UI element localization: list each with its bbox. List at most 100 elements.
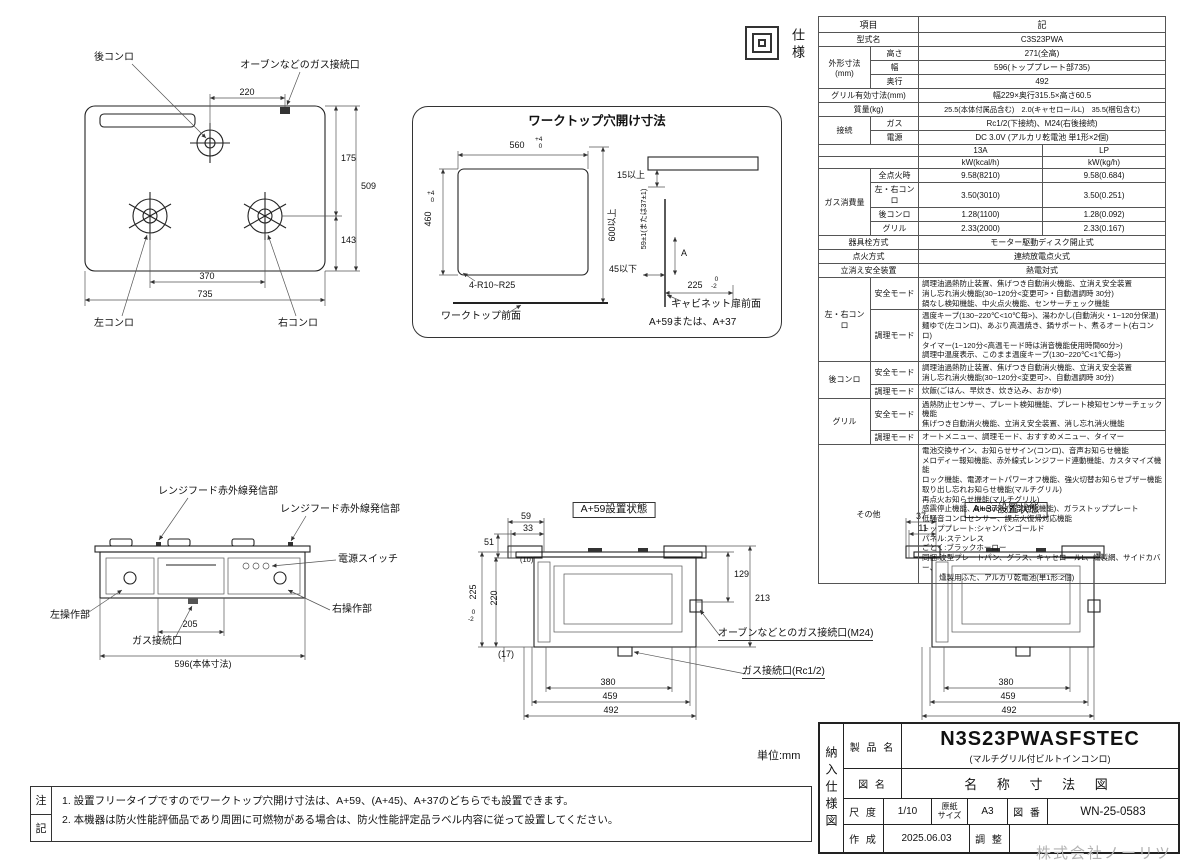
spec-cell: 炊飯(ごはん、早炊き、炊き込み、おかゆ) [918,383,1167,399]
rear-burner-label: 後コンロ [94,52,134,63]
a59-title: A+59設置状態 [572,502,656,518]
dimension-label: 59 [520,511,532,521]
spec-cell: 2.33(2000) [918,221,1044,236]
spec-cell: 調理油過熱防止装置、焦げつき自動消火機能、立消え安全装置 消し忘れ消火機能(30… [918,276,1167,311]
dimension-label: 560 [509,140,525,150]
note-item-1: 1. 設置フリータイプですのでワークトップ穴開け寸法は、A+59、(A+45)、… [62,795,574,807]
spec-cell: 9.58(8210) [918,168,1044,183]
paper-size-label: 原紙 サイズ [932,798,968,825]
rangehood-ir-label-2: レンジフード赤外線発信部 [280,504,400,515]
spec-cell: 奥行 [869,74,920,89]
spec-cell: 幅 [869,60,920,75]
gas-port-label: ガス接続口 [132,636,182,647]
spec-cell: 接続 [818,116,871,145]
dimension-label: 600以上 [607,208,618,242]
spec-cell: その他 [817,443,920,585]
a59-linework [478,518,756,720]
notes-side-label-2: 記 [35,822,47,835]
spec-cell: 過熱防止センサー、プレート検知機能、プレート検知センサーチェック機能 焦げつき自… [918,397,1167,431]
right-panel-label: 右操作部 [332,604,372,615]
notes-body: 1. 設置フリータイプですのでワークトップ穴開け寸法は、A+59、(A+45)、… [52,787,811,841]
paper-size-value: A3 [968,798,1008,825]
spec-cell: 調理モード [869,383,920,399]
cabinet-front-label: キャビネット扉前面 [671,299,761,310]
product-name-label: 製 品 名 [844,724,902,769]
spec-cell: 記 [918,16,1167,33]
spec-cell [817,144,920,157]
dimension-label: 213 [755,593,771,603]
corner-radius-note: 4-R10~R25 [469,280,516,290]
spec-cell: 左・右コンロ [818,277,871,362]
adjust-label: 調 整 [970,825,1010,853]
spec-cell: ガス [869,116,920,131]
spec-cell: 13A [918,144,1044,157]
spec-cell: 3.50(0.251) [1042,182,1167,208]
spec-cell: 連続放電点火式 [918,249,1167,264]
dimension-label: 460 [423,211,434,227]
spec-cell: オートメニュー、調理モード、おすすめメニュー、タイマー [918,429,1167,445]
spec-cell: 温度キープ(130~220℃<10℃毎>)、湯わかし(自動消火・1~120分保温… [918,309,1167,362]
spec-cell: Rc1/2(下接続)、M24(右後接続) [918,116,1167,131]
dimension-label: 459 [1000,691,1016,701]
install-options-note: A+59または、A+37 [649,317,737,328]
spec-cell: 安全モード [869,276,920,311]
spec-cell: 492 [918,74,1167,89]
dimension-label: 220 [489,590,500,606]
spec-cell: 9.58(0.684) [1042,168,1167,183]
oven-gas-port-callout: オーブンなどとのガス接続口(M24) [718,628,874,641]
created-label: 作 成 [844,825,884,853]
dimension-label: +4 0 [535,136,543,150]
dimension-label: 380 [998,677,1014,687]
gas-port-callout: ガス接続口(Rc1/2) [742,666,825,679]
drawing-name: 名 称 寸 法 図 [964,777,1116,793]
spec-cell: ガス消費量 [818,168,871,236]
left-burner-label: 左コンロ [94,318,134,329]
dimension-label: 0 -2 [711,276,719,290]
scale-value: 1/10 [884,798,932,825]
spec-cell: 型式名 [817,32,920,47]
spec-mark-icon [745,26,779,60]
dimension-label: 175 [341,153,357,163]
spec-cell: 後コンロ [818,361,871,399]
spec-cell: 3.50(3010) [918,182,1044,208]
company-name: 株式会社ノーリツ [1036,845,1173,860]
spec-cell: 質量(kg) [817,102,920,117]
title-block-main: 製 品 名 N3S23PWASFSTEC (マルチグリル付ビルトインコンロ) 図… [844,724,1178,853]
spec-cell [817,156,920,169]
dimension-label: A [681,248,688,258]
spec-cell: 幅229×奥行315.5×高さ60.5 [918,88,1167,103]
spec-cell: 電池交換サイン、お知らせサイン(コンロ)、音声お知らせ機能 メロディー報知機能、… [918,443,1167,585]
spec-cell: 調理油過熱防止装置、焦げつき自動消火機能、立消え安全装置 消し忘れ消火機能(30… [918,361,1167,385]
scale-label: 尺 度 [844,798,884,825]
dimension-label: 492 [603,705,619,715]
spec-cell: グリル [818,397,871,445]
spec-cell: 596(トッププレート部735) [918,60,1167,75]
spec-cell: 外形寸法(mm) [818,46,871,89]
dimension-label: 225 [687,280,703,290]
product-name: N3S23PWASFSTEC [940,727,1140,750]
spec-cell: 熱電対式 [918,263,1167,278]
dimension-label: 492 [1001,705,1017,715]
dimension-label: 205 [182,619,198,629]
dimension-label: 59±1(または37±1) [638,188,648,250]
notes-block: 注 記 1. 設置フリータイプですのでワークトップ穴開け寸法は、A+59、(A+… [30,786,812,842]
spec-cell: 1.28(0.092) [1042,207,1167,222]
spec-cell: kW(kcal/h) [918,156,1044,169]
dimension-label: 45以下 [609,264,638,274]
spec-cell: 安全モード [869,397,920,431]
drawing-number-value: WN-25-0583 [1080,805,1146,818]
dimension-label: 220 [239,87,255,97]
spec-cell: 271(全高) [918,46,1167,61]
spec-cell: グリル有効寸法(mm) [817,88,920,103]
dimension-label: 129 [734,569,750,579]
spec-cell: LP [1042,144,1167,157]
unit-note: 単位:mm [757,750,801,762]
dimension-label: 380 [600,677,616,687]
title-block: 納入仕様図 製 品 名 N3S23PWASFSTEC (マルチグリル付ビルトイン… [818,722,1180,854]
